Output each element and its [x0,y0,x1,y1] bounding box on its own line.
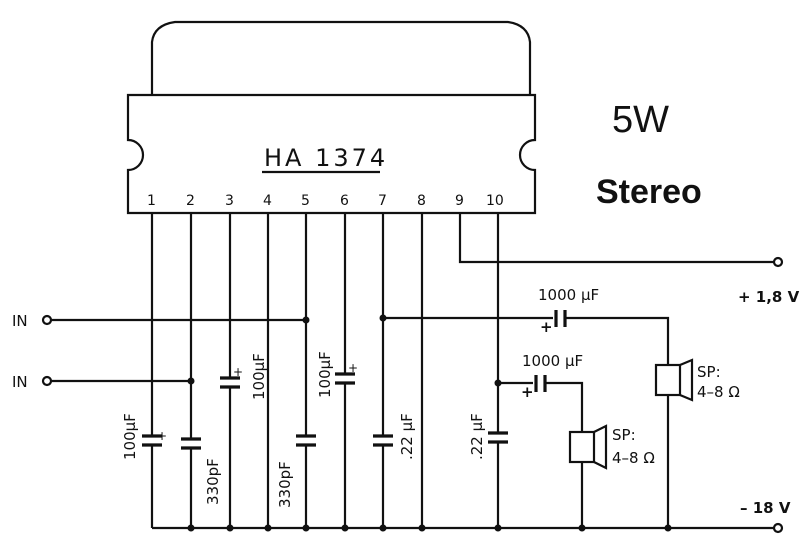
positive-supply-label: + 1,8 V [738,288,800,306]
input-label-bottom: IN [12,373,28,391]
c-out-bottom-label: 1000 µF [522,352,583,370]
ic-pin-labels: 1 2 3 4 5 6 7 8 9 10 [147,193,504,209]
pin-4-label: 4 [263,193,272,209]
plus-mark: + [521,383,534,401]
negative-supply-terminal [772,522,784,534]
negative-supply-label: – 18 V [740,499,791,517]
c-out-top-label: 1000 µF [538,286,599,304]
polarity-marks: + + + + + [157,318,553,443]
pin-8-label: 8 [417,193,426,209]
speaker-icon [568,424,608,470]
pin-10-label: 10 [486,193,504,209]
wires [51,213,774,530]
speaker-top-label: SP: [697,363,721,381]
speaker-bottom-impedance: 4–8 Ω [612,449,655,467]
ic-package: HA 1374 [126,20,537,215]
plus-mark: + [348,361,358,375]
capacitors [142,310,567,450]
c-pin3-label: 100µF [250,353,268,400]
plus-mark: + [233,365,243,379]
speaker-bottom-label: SP: [612,426,636,444]
pin-2-label: 2 [186,193,195,209]
plus-mark: + [157,429,167,443]
ic-part-number: HA 1374 [264,144,388,172]
c-pin7-label: .22 µF [398,413,416,460]
power-rating: 5W [612,99,669,141]
pin-7-label: 7 [378,193,387,209]
c-pin1-label: 100µF [121,413,139,460]
c-pin6-label: 100µF [316,351,334,398]
stereo-label: Stereo [596,173,702,211]
speaker-top-impedance: 4–8 Ω [697,383,740,401]
c-pin5-label: 330pF [276,461,294,508]
pin-1-label: 1 [147,193,156,209]
speaker-icon [654,358,694,402]
input-terminal-top [41,314,53,326]
input-label-top: IN [12,312,28,330]
pin-3-label: 3 [225,193,234,209]
c-pin2-label: 330pF [204,458,222,505]
pin-9-label: 9 [455,193,464,209]
input-terminal-bottom [41,375,53,387]
junction-dots [187,314,672,532]
pin-5-label: 5 [301,193,310,209]
plus-mark: + [540,318,553,336]
positive-supply-terminal [772,256,784,268]
pin-6-label: 6 [340,193,349,209]
c-pin10-label: .22 µF [468,413,486,460]
